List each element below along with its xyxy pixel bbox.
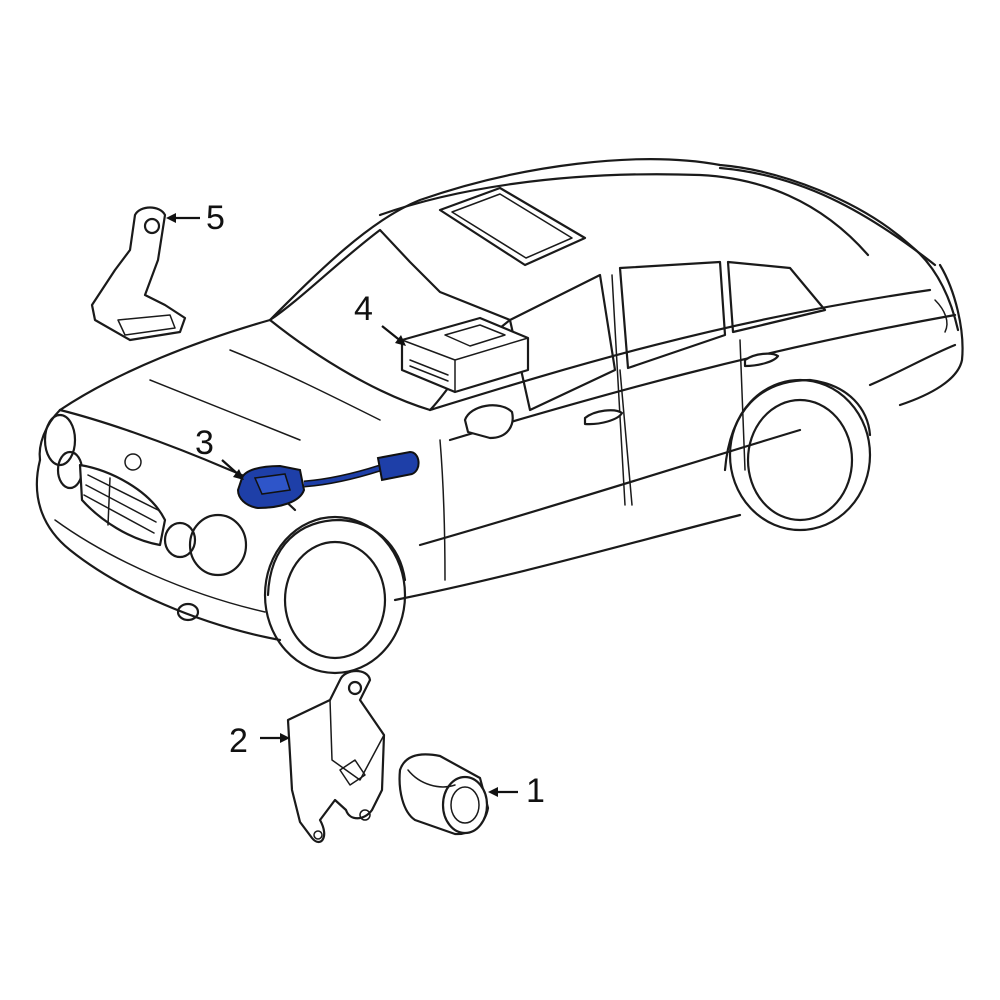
svg-text:1: 1	[526, 772, 545, 810]
part-4-control-module	[400, 316, 530, 394]
part-1-sensor	[398, 753, 490, 836]
part-5-bracket	[90, 206, 187, 342]
car-illustration	[35, 158, 964, 675]
svg-text:5: 5	[206, 199, 225, 237]
part-2-bracket	[286, 669, 386, 844]
callout-4: 4	[354, 290, 406, 346]
svg-text:4: 4	[354, 290, 373, 328]
svg-text:2: 2	[229, 722, 248, 760]
callout-2: 2	[229, 722, 290, 760]
part-3-sensor-harness	[236, 450, 420, 510]
callout-3: 3	[195, 424, 244, 480]
svg-text:3: 3	[195, 424, 214, 462]
callout-1: 1	[488, 772, 545, 810]
callout-5: 5	[166, 199, 225, 237]
